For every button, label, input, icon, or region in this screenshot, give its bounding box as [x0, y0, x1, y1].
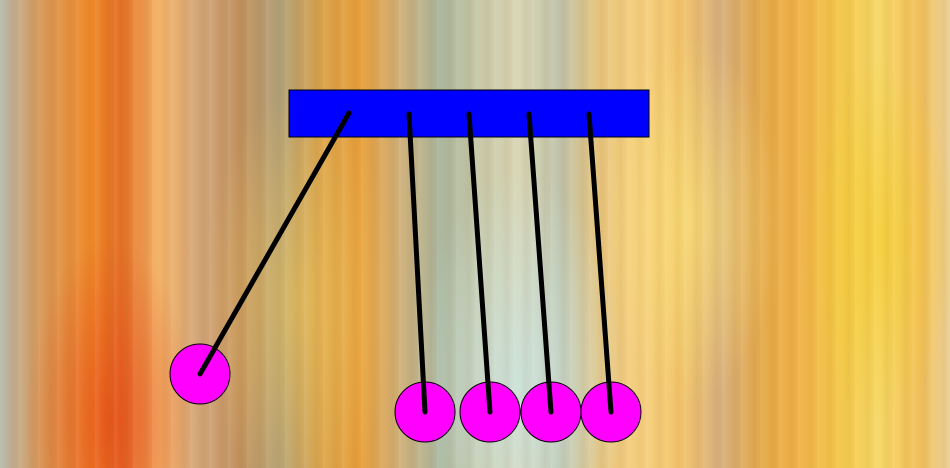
- pendulum-3[interactable]: [459, 111, 521, 443]
- pendulum-5[interactable]: [580, 111, 642, 443]
- pendulum-string-5: [586, 111, 614, 415]
- pendulum-string-4: [526, 111, 554, 415]
- pendulum-string-3: [466, 111, 493, 415]
- pendulum-4[interactable]: [520, 111, 582, 443]
- pendulum-string-1: [197, 110, 352, 377]
- pendulum-1[interactable]: [169, 110, 352, 405]
- pendulum-string-2: [406, 111, 428, 415]
- pendulum-2[interactable]: [394, 111, 456, 443]
